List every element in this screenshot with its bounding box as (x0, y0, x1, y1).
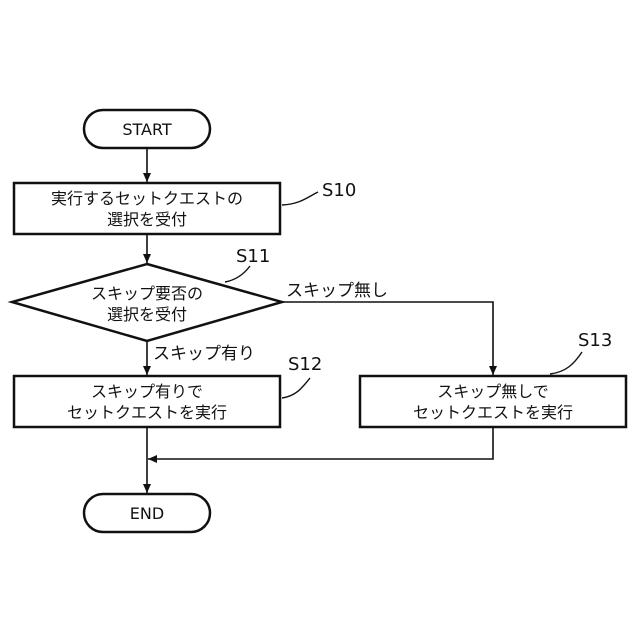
start-label: START (122, 120, 172, 139)
s11-line2: 選択を受付 (107, 305, 187, 324)
end-label: END (130, 504, 164, 523)
s10-line1: 実行するセットクエストの (51, 189, 243, 208)
process-s13: スキップ無しで セットクエストを実行 (360, 376, 626, 427)
s10-step-label: S10 (322, 180, 356, 201)
s11-step-label: S11 (236, 246, 270, 267)
s13-leader (550, 352, 582, 374)
process-s10: 実行するセットクエストの 選択を受付 (14, 183, 280, 234)
s13-step-label: S13 (578, 330, 612, 351)
s13-line2: セットクエストを実行 (413, 403, 573, 422)
s10-line2: 選択を受付 (107, 210, 187, 229)
s12-leader (282, 378, 310, 398)
s13-line1: スキップ無しで (437, 382, 549, 401)
s11-leader (225, 266, 250, 282)
start-terminal: START (84, 110, 210, 148)
arrow-s13-to-merge (148, 427, 493, 459)
end-terminal: END (84, 494, 210, 532)
branch-label-yes: スキップ有り (153, 344, 255, 364)
s12-line1: スキップ有りで (91, 382, 203, 401)
s12-step-label: S12 (288, 354, 322, 375)
s11-line1: スキップ要否の (91, 284, 203, 303)
branch-label-no: スキップ無し (286, 281, 388, 301)
s10-leader (282, 192, 318, 205)
s12-line2: セットクエストを実行 (67, 403, 227, 422)
process-s12: スキップ有りで セットクエストを実行 (14, 376, 280, 427)
